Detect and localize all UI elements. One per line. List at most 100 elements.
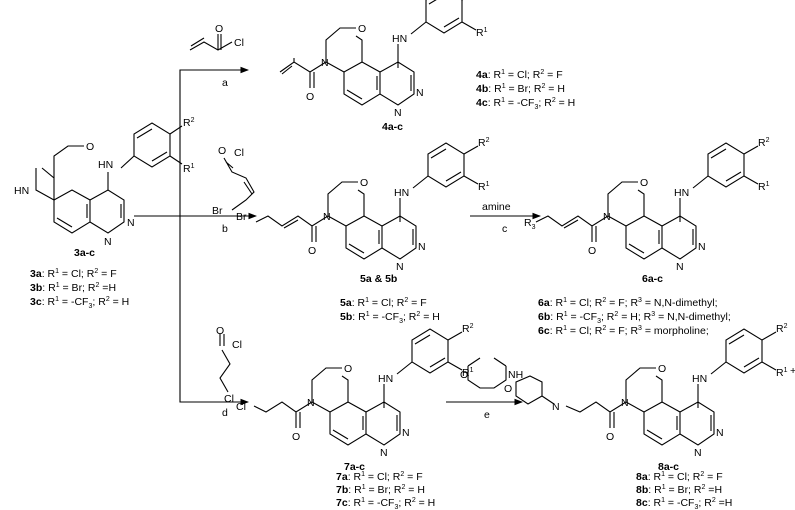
svg-text:Cl: Cl — [236, 401, 246, 413]
svg-text:O: O — [640, 177, 648, 189]
svg-text:O: O — [306, 91, 314, 103]
svg-text:Cl: Cl — [234, 37, 244, 49]
svg-text:O: O — [460, 369, 468, 381]
svg-text:3a: R1 = Cl; R2 = F: 3a: R1 = Cl; R2 = F — [30, 268, 117, 280]
svg-text:N: N — [698, 241, 706, 253]
reagent-d: O Cl Cl d — [216, 325, 242, 419]
compound-7-structure: O N Cl O HN N N R2 R1 — [236, 323, 474, 459]
svg-text:N: N — [716, 427, 724, 439]
svg-text:R2: R2 — [776, 323, 788, 335]
svg-text:N: N — [323, 211, 331, 223]
compound-3-structure: O HN HN N N R2 R1 3a-c — [14, 117, 195, 259]
atom-r1: R1 — [183, 163, 195, 175]
svg-text:4b: R1 = Br; R2 = H: 4b: R1 = Br; R2 = H — [476, 83, 565, 95]
svg-text:R1: R1 — [462, 367, 474, 379]
svg-text:4c: R1 = -CF3; R2 = H: 4c: R1 = -CF3; R2 = H — [476, 97, 575, 111]
compound-3-variants: 3a: R1 = Cl; R2 = F 3b: R1 = Br; R2 =H 3… — [30, 268, 129, 310]
atom-r2: R2 — [183, 117, 195, 129]
svg-text:HN: HN — [378, 373, 393, 385]
svg-text:N: N — [321, 57, 329, 69]
svg-text:O: O — [216, 325, 224, 337]
compound-3-name: 3a-c — [74, 247, 95, 259]
step-label-e: e — [484, 409, 490, 421]
svg-text:N: N — [396, 261, 404, 273]
svg-text:O: O — [215, 23, 223, 35]
svg-text:NH: NH — [508, 369, 523, 381]
svg-text:Br: Br — [212, 205, 223, 217]
stray-mark: + — [790, 365, 795, 377]
svg-text:N: N — [402, 427, 410, 439]
compound-8-name: 8a-c — [658, 461, 679, 473]
svg-text:3b: R1 = Br; R2 =H: 3b: R1 = Br; R2 =H — [30, 282, 116, 294]
svg-text:R2: R2 — [478, 137, 490, 149]
svg-text:O: O — [504, 383, 512, 395]
svg-text:8c: R1 = -CF3; R2 =H: 8c: R1 = -CF3; R2 =H — [636, 497, 732, 510]
svg-text:6c: R1 = Cl; R2 = F; R3 = mor: 6c: R1 = Cl; R2 = F; R3 = morpholine; — [538, 325, 709, 337]
compound-6-variants: 6a: R1 = Cl; R2 = F; R3 = N,N-dimethyl; … — [538, 297, 731, 337]
atom-hn-ring: HN — [14, 185, 29, 197]
svg-text:O: O — [308, 245, 316, 257]
svg-text:R1: R1 — [476, 27, 488, 39]
svg-text:N: N — [694, 447, 702, 459]
svg-text:7c: R1 = -CF3; R2 = H: 7c: R1 = -CF3; R2 = H — [336, 497, 435, 510]
svg-text:N: N — [418, 241, 426, 253]
svg-text:N: N — [394, 107, 402, 119]
svg-text:N: N — [380, 447, 388, 459]
svg-text:6a: R1 = Cl; R2 = F; R3 = N,N: 6a: R1 = Cl; R2 = F; R3 = N,N-dimethyl; — [538, 297, 718, 309]
svg-text:R1: R1 — [478, 181, 490, 193]
compound-6-name: 6a-c — [642, 273, 663, 285]
atom-nh: HN — [98, 159, 113, 171]
svg-text:N: N — [603, 211, 611, 223]
svg-text:HN: HN — [392, 33, 407, 45]
compound-4-name: 4a-c — [382, 121, 403, 133]
compound-4-variants: 4a: R1 = Cl; R2 = F 4b: R1 = Br; R2 = H … — [476, 69, 575, 111]
svg-text:O: O — [606, 431, 614, 443]
compound-6-structure: O N R3 O HN N N R2 R1 — [524, 137, 770, 273]
svg-text:HN: HN — [674, 187, 689, 199]
svg-text:6b: R1 = -CF3; R2 = H; R3 =: 6b: R1 = -CF3; R2 = H; R3 = N,N-dimethyl… — [538, 311, 731, 325]
compound-8-structure: O N N O O HN N N R2 R1 — [504, 323, 788, 459]
compound-8-variants: 8a: R1 = Cl; R2 = F 8b: R1 = Br; R2 =H 8… — [636, 471, 732, 510]
reagent-b: O Cl Br b — [212, 145, 255, 235]
compound-7-name: 7a-c — [344, 461, 365, 473]
step-label-c: c — [502, 223, 507, 235]
svg-text:HN: HN — [394, 187, 409, 199]
svg-text:Cl: Cl — [234, 147, 244, 159]
svg-text:O: O — [360, 177, 368, 189]
svg-text:R1: R1 — [776, 367, 788, 379]
svg-text:5a: R1 = Cl; R2 = F: 5a: R1 = Cl; R2 = F — [340, 297, 427, 309]
reagent-a: O Cl a — [189, 23, 244, 89]
reagent-e: O NH e — [460, 357, 523, 421]
svg-text:5b: R1 = -CF3; R2 = H: 5b: R1 = -CF3; R2 = H — [340, 311, 440, 325]
svg-text:O: O — [658, 363, 666, 375]
svg-text:7b: R1 = Br; R2 = H: 7b: R1 = Br; R2 = H — [336, 484, 425, 496]
svg-text:O: O — [218, 145, 226, 157]
compound-4-structure: O N O HN N N R2 R1 — [279, 0, 488, 119]
reagent-c: amine c — [482, 201, 511, 235]
svg-text:Cl: Cl — [224, 393, 234, 405]
atom-n: N — [104, 236, 112, 248]
compound-5-variants: 5a: R1 = Cl; R2 = F 5b: R1 = -CF3; R2 = … — [340, 297, 440, 325]
svg-text:8a: R1 = Cl; R2 = F: 8a: R1 = Cl; R2 = F — [636, 471, 723, 483]
step-label-b: b — [222, 223, 228, 235]
compound-7-variants: 7a: R1 = Cl; R2 = F 7b: R1 = Br; R2 = H … — [336, 471, 435, 510]
compound-5-structure: O N Br O HN N N R2 R1 — [236, 137, 490, 273]
svg-text:O: O — [358, 23, 366, 35]
reaction-arrows — [134, 66, 542, 406]
svg-text:8b: R1 = Br; R2 =H: 8b: R1 = Br; R2 =H — [636, 484, 722, 496]
svg-text:R2: R2 — [462, 323, 474, 335]
svg-text:4a: R1 = Cl; R2 = F: 4a: R1 = Cl; R2 = F — [476, 69, 563, 81]
svg-text:N: N — [416, 87, 424, 99]
svg-text:O: O — [588, 245, 596, 257]
step-label-a: a — [222, 77, 228, 89]
svg-text:R1: R1 — [758, 181, 770, 193]
svg-text:Cl: Cl — [232, 339, 242, 351]
svg-text:7a: R1 = Cl; R2 = F: 7a: R1 = Cl; R2 = F — [336, 471, 423, 483]
svg-text:N: N — [307, 397, 315, 409]
compound-5-name: 5a & 5b — [360, 273, 397, 285]
atom-n: N — [127, 217, 135, 229]
svg-text:N: N — [552, 401, 560, 413]
svg-text:N: N — [676, 261, 684, 273]
svg-text:N: N — [621, 397, 629, 409]
